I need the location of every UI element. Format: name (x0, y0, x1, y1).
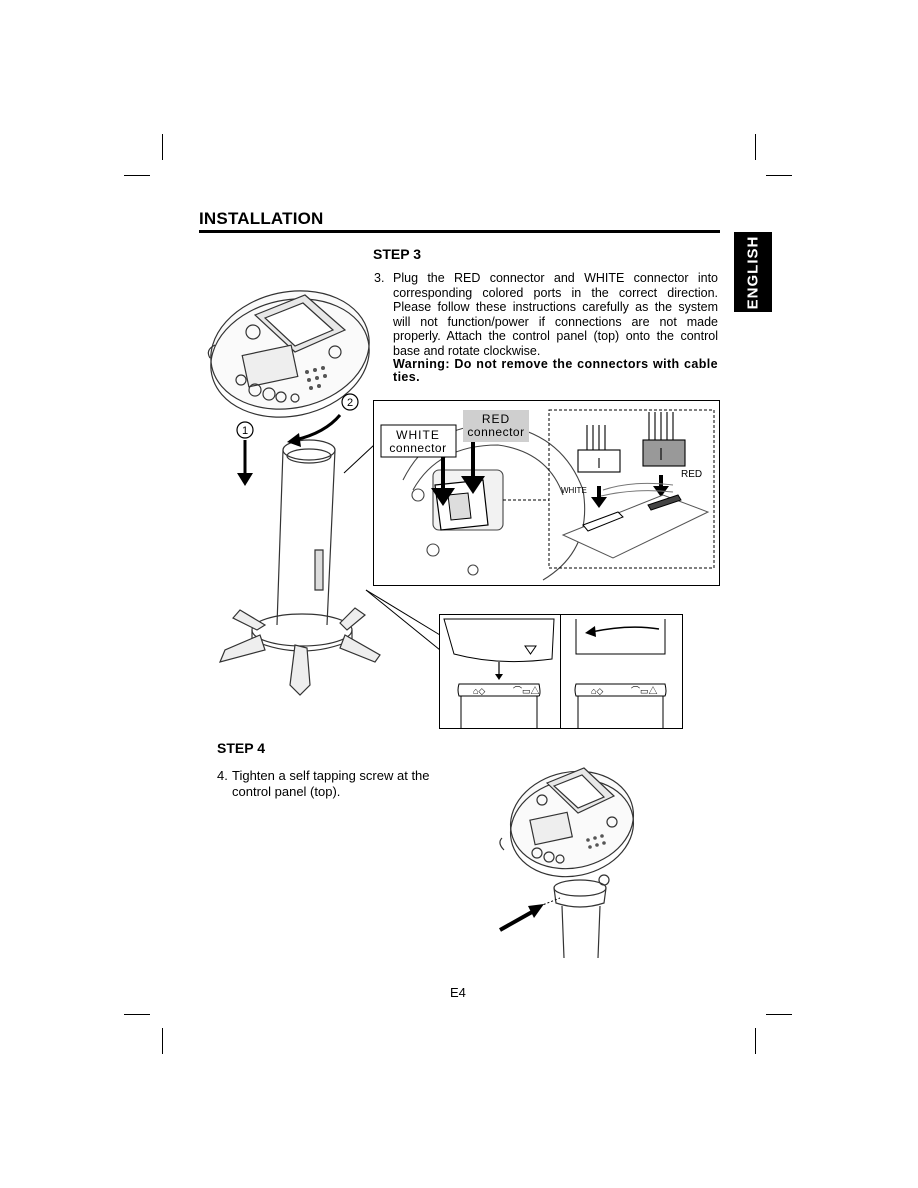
section-divider (199, 230, 720, 233)
crop-mark-bottom-right-h (766, 1014, 792, 1015)
svg-text:⌂◇: ⌂◇ (591, 686, 603, 696)
crop-mark-top-right-h (766, 175, 792, 176)
white-connector-label-line1: WHITE (396, 428, 440, 442)
crop-mark-bottom-left-h (124, 1014, 150, 1015)
crop-mark-top-left-v (162, 134, 163, 160)
crop-mark-bottom-right-v (755, 1028, 756, 1054)
step3-instruction: Plug the RED connector and WHITE connect… (393, 271, 718, 358)
section-title: INSTALLATION (199, 209, 324, 228)
language-tab-label: ENGLISH (744, 235, 762, 309)
page-number: E4 (450, 985, 466, 1000)
white-connector-label-line2: connector (389, 441, 446, 455)
svg-text:⌒▭△: ⌒▭△ (513, 686, 540, 696)
step4-title: STEP 4 (217, 740, 265, 756)
rotation-detail-panel: ⌂◇ ⌒▭△ ⌂◇ ⌒▭△ (439, 614, 683, 729)
callout-2: 2 (347, 397, 353, 409)
step4-number: 4. (217, 768, 228, 783)
connector-detail-panel: WHITE connector RED connector RED WHITE (373, 400, 720, 586)
language-tab: ENGLISH (734, 232, 772, 312)
crop-mark-bottom-left-v (162, 1028, 163, 1054)
crop-mark-top-right-v (755, 134, 756, 160)
karaoke-machine-illustration: 1 2 (207, 290, 381, 696)
red-connector-label-line2: connector (467, 425, 524, 439)
step3-warning: Warning: Do not remove the connectors wi… (393, 357, 718, 384)
crop-mark-top-left-h (124, 175, 150, 176)
step4-instruction: Tighten a self tapping screw at the cont… (232, 768, 430, 799)
step3-title: STEP 3 (373, 246, 421, 262)
step3-number: 3. (374, 271, 385, 285)
port-label-white: WHITE (561, 486, 587, 495)
red-connector-label-line1: RED (482, 412, 510, 426)
svg-text:⌂◇: ⌂◇ (473, 686, 485, 696)
port-label-red: RED (681, 469, 702, 480)
svg-text:⌒▭△: ⌒▭△ (631, 686, 658, 696)
screw-illustration (499, 767, 635, 958)
callout-1: 1 (242, 425, 248, 437)
zoom-guide-lines (343, 444, 441, 651)
